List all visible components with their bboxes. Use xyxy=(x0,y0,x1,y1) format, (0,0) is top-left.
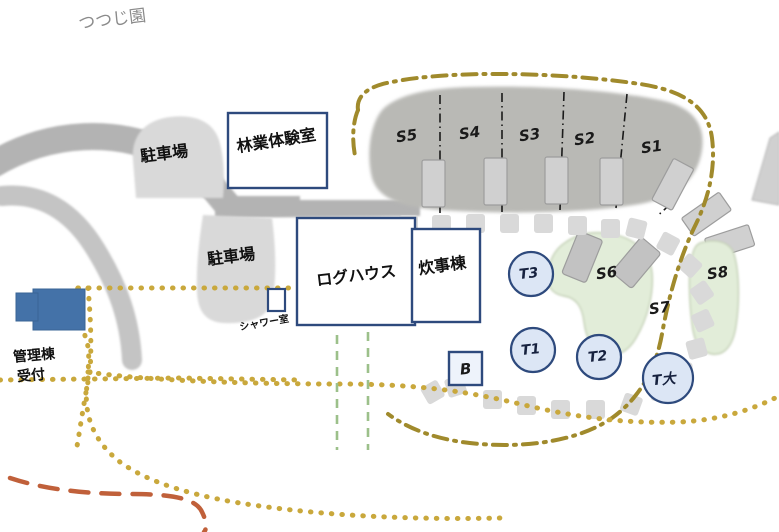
trail-admin-right-down xyxy=(85,285,94,375)
parking-areas xyxy=(132,116,276,324)
forestry-room-box xyxy=(226,111,329,190)
toilet-b-box xyxy=(447,350,484,387)
parking-upper-shape xyxy=(132,116,224,198)
circle-t1 xyxy=(509,326,557,374)
pad-s3 xyxy=(544,156,569,205)
offmap-shapes xyxy=(751,131,779,206)
circle-t2 xyxy=(575,333,623,381)
pad-s5 xyxy=(421,159,446,208)
log-house-box xyxy=(295,216,417,327)
shower-room-box xyxy=(266,287,287,313)
trail-long-sweep xyxy=(85,369,779,425)
trail-lower-curve xyxy=(83,375,503,521)
road-light-branch xyxy=(0,185,142,370)
pad-s1 xyxy=(651,158,694,211)
gold-dashdot-boundary xyxy=(351,71,716,447)
trail-down-left xyxy=(73,369,93,455)
cooking-house-box xyxy=(410,227,482,324)
admin-building-main xyxy=(32,288,86,331)
road-connector xyxy=(232,196,300,215)
trail-horizontal-mid xyxy=(0,375,303,383)
gravel-site-area xyxy=(369,86,703,213)
circle-t3 xyxy=(507,250,555,298)
parking-lower-shape xyxy=(196,215,276,324)
green-dashed-lines xyxy=(335,332,370,450)
gravel-blob xyxy=(369,86,703,213)
tent-circles xyxy=(507,250,695,405)
clipped-gray-triangle xyxy=(751,131,779,206)
admin-building-annex xyxy=(15,292,39,322)
pad-s7 xyxy=(612,237,661,289)
pad-s4 xyxy=(483,157,508,206)
orange-dashed-trail xyxy=(7,475,209,532)
grass-pads xyxy=(561,230,661,289)
pad-s2 xyxy=(599,157,624,206)
circle-t-dai xyxy=(641,351,695,405)
buildings xyxy=(15,111,484,387)
pad-s6 xyxy=(561,230,603,283)
